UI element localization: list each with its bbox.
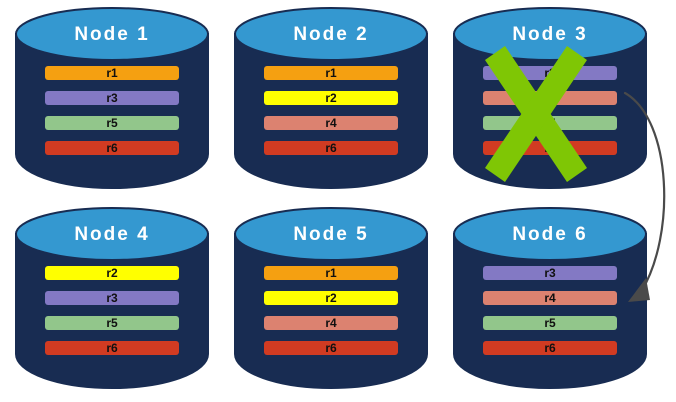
replica-bar[interactable]: r3	[45, 291, 179, 305]
replica-bar[interactable]: r6	[264, 141, 398, 155]
replica-bar[interactable]: r1	[264, 266, 398, 280]
replica-bar[interactable]: r5	[483, 116, 617, 130]
replica-list: r2 r3 r5 r6	[45, 266, 179, 355]
replica-list: r3 r4 r5 r6	[483, 66, 617, 155]
replica-bar[interactable]: r4	[264, 116, 398, 130]
replica-bar[interactable]: r3	[483, 66, 617, 80]
replica-bar[interactable]: r5	[483, 316, 617, 330]
replica-bar[interactable]: r2	[264, 91, 398, 105]
replica-bar[interactable]: r6	[483, 141, 617, 155]
replica-bar[interactable]: r3	[45, 91, 179, 105]
replica-bar[interactable]: r4	[483, 291, 617, 305]
replica-bar[interactable]: r1	[264, 66, 398, 80]
replica-list: r1 r3 r5 r6	[45, 66, 179, 155]
replica-bar[interactable]: r2	[264, 291, 398, 305]
replica-bar[interactable]: r5	[45, 116, 179, 130]
replica-list: r3 r4 r5 r6	[483, 266, 617, 355]
replica-bar[interactable]: r3	[483, 266, 617, 280]
replica-bar[interactable]: r6	[483, 341, 617, 355]
replica-bar[interactable]: r6	[45, 341, 179, 355]
replica-bar[interactable]: r4	[264, 316, 398, 330]
replica-list: r1 r2 r4 r6	[264, 66, 398, 155]
replica-bar[interactable]: r1	[45, 66, 179, 80]
replica-bar[interactable]: r6	[45, 141, 179, 155]
replica-bar[interactable]: r2	[45, 266, 179, 280]
replica-bar[interactable]: r6	[264, 341, 398, 355]
replica-bar[interactable]: r4	[483, 91, 617, 105]
replica-bar[interactable]: r5	[45, 316, 179, 330]
replica-list: r1 r2 r4 r6	[264, 266, 398, 355]
